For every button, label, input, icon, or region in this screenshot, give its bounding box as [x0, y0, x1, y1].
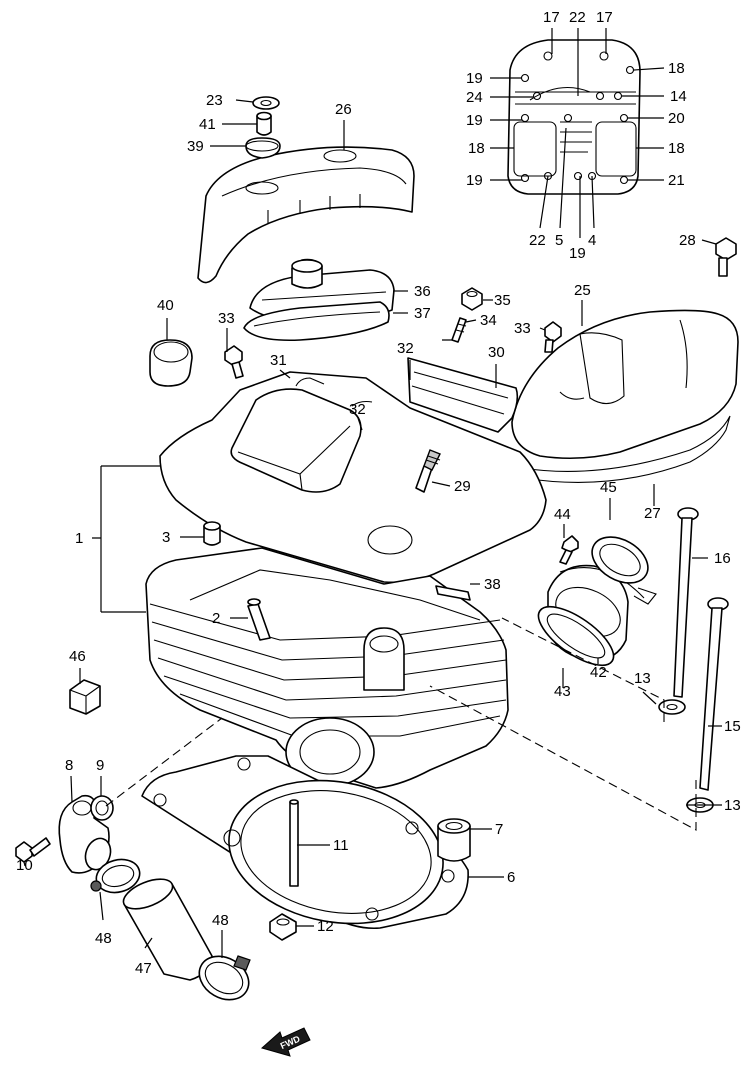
clamp-45 [591, 536, 657, 605]
callout-8: 8 [65, 757, 73, 774]
callout-18-top: 18 [668, 60, 685, 77]
callout-10: 10 [16, 857, 33, 874]
o-ring-9 [90, 795, 114, 821]
callout-13-lower: 13 [724, 797, 741, 814]
nut-35 [461, 287, 483, 311]
callout-12: 12 [317, 918, 334, 935]
dowel-3 [203, 521, 221, 546]
screw-44 [559, 535, 579, 565]
callout-22-bottom: 22 [529, 232, 546, 249]
callout-22-top: 22 [569, 9, 586, 26]
callout-41: 41 [199, 116, 216, 133]
callout-48-right: 48 [212, 912, 229, 929]
callout-18-right: 18 [668, 140, 685, 157]
callout-15: 15 [724, 718, 741, 735]
gasket-38 [435, 585, 471, 601]
callout-33-right: 33 [514, 320, 531, 337]
gasket-37 [243, 301, 390, 342]
callout-35: 35 [494, 292, 511, 309]
callout-31: 31 [270, 352, 287, 369]
callout-42: 42 [590, 664, 607, 681]
callout-5: 5 [555, 232, 563, 249]
callout-19-b: 19 [466, 112, 483, 129]
clamp-48-upper [90, 858, 141, 894]
callout-19-d: 19 [569, 245, 586, 262]
callout-39: 39 [187, 138, 204, 155]
callout-40: 40 [157, 297, 174, 314]
dowel-7 [437, 818, 471, 862]
cover-plate-30 [407, 357, 519, 433]
callout-13-upper: 13 [634, 670, 651, 687]
callout-7: 7 [495, 821, 503, 838]
callout-19-c: 19 [466, 172, 483, 189]
stud-11 [289, 799, 299, 887]
stud-bolt-16 [673, 507, 699, 698]
clamp-48-lower [198, 955, 251, 1001]
bolt-33-left [224, 345, 244, 379]
callout-25: 25 [574, 282, 591, 299]
callout-38: 38 [484, 576, 501, 593]
callout-36: 36 [414, 283, 431, 300]
head-gasket-6 [141, 755, 469, 930]
spark-plug-29 [415, 449, 441, 493]
nut-12 [269, 913, 297, 941]
callout-20: 20 [668, 110, 685, 127]
callout-44: 44 [554, 506, 571, 523]
forward-direction-arrow-icon: FWD [260, 1027, 311, 1057]
callout-29: 29 [454, 478, 471, 495]
grommet-39 [245, 137, 281, 159]
callout-9: 9 [96, 757, 104, 774]
callout-46: 46 [69, 648, 86, 665]
callout-37: 37 [414, 305, 431, 322]
callout-32-right: 32 [397, 340, 414, 357]
callout-43: 43 [554, 683, 571, 700]
callout-17-left: 17 [543, 9, 560, 26]
callout-23: 23 [206, 92, 223, 109]
bolt-10 [15, 837, 51, 863]
washer-23 [252, 96, 280, 110]
callout-2: 2 [212, 610, 220, 627]
callout-34: 34 [480, 312, 497, 329]
callout-11: 11 [333, 837, 349, 854]
callout-4: 4 [588, 232, 596, 249]
callout-18-left: 18 [468, 140, 485, 157]
callout-27: 27 [644, 505, 661, 522]
callout-3: 3 [162, 529, 170, 546]
callout-labels: 1 2 3 4 5 6 7 8 9 10 11 12 13 13 14 15 1… [16, 9, 741, 977]
stud-bolt-15 [699, 597, 729, 791]
callout-28: 28 [679, 232, 696, 249]
cylinder-head-assembly [145, 371, 547, 789]
callout-47: 47 [135, 960, 152, 977]
callout-33-left: 33 [218, 310, 235, 327]
callout-45: 45 [600, 479, 617, 496]
hose-47 [122, 878, 213, 981]
stud-34 [451, 317, 467, 343]
callout-21: 21 [668, 172, 685, 189]
block-46 [69, 679, 101, 715]
callout-17-right: 17 [596, 9, 613, 26]
cylinder-head-cover-top [197, 146, 415, 284]
callout-6: 6 [507, 869, 515, 886]
callout-16: 16 [714, 550, 731, 567]
collar-41 [256, 111, 272, 136]
callout-32-center: 32 [349, 401, 366, 418]
rear-cylinder-head-cover-25 [511, 309, 739, 483]
leader-lines [23, 28, 722, 958]
callout-19-a: 19 [466, 70, 483, 87]
bolt-28 [715, 237, 737, 277]
callout-26: 26 [335, 101, 352, 118]
head-cover-underside-inset [507, 39, 641, 195]
callout-1: 1 [75, 530, 83, 547]
callout-14: 14 [670, 88, 687, 105]
bolt-33-right [544, 321, 562, 353]
callout-24: 24 [466, 89, 483, 106]
ring-40 [149, 339, 193, 387]
callout-48-left: 48 [95, 930, 112, 947]
washer-13-upper [658, 699, 686, 715]
callout-30: 30 [488, 344, 505, 361]
